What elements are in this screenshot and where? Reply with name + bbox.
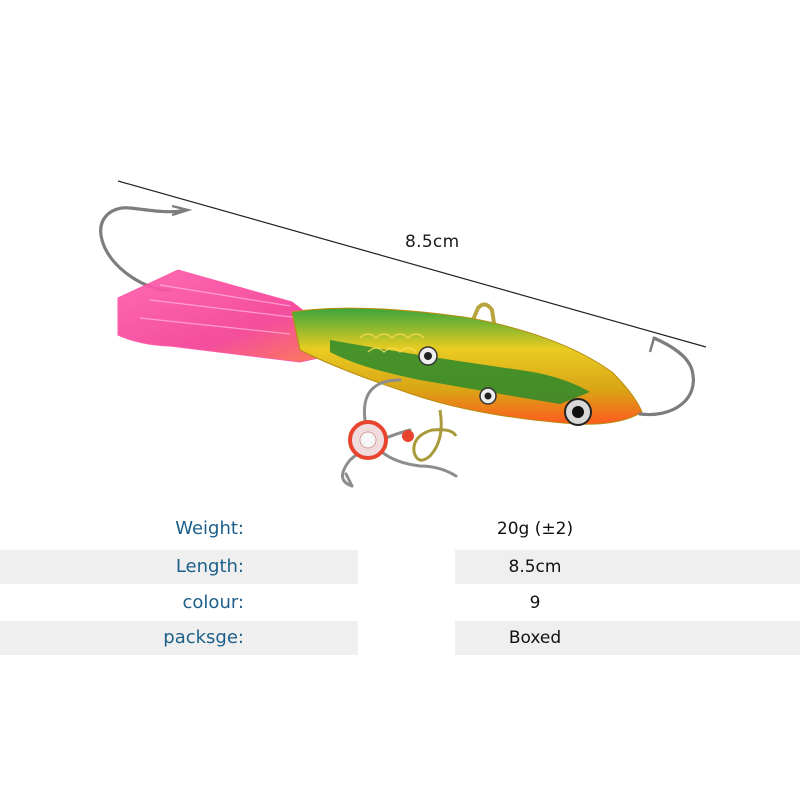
spec-value: 8.5cm [508, 557, 562, 577]
spec-value: 20g (±2) [496, 519, 574, 539]
spec-label: colour: [182, 592, 244, 613]
line-tie-icon [466, 302, 498, 337]
dimension-line [117, 180, 707, 348]
spec-value: 9 [529, 593, 541, 613]
spec-row-colour: colour: 9 [0, 586, 800, 620]
lure-product-image [99, 180, 707, 488]
spec-row-length: Length: 8.5cm [0, 550, 800, 584]
spec-label: packsge: [163, 627, 244, 648]
spec-label: Length: [175, 556, 244, 577]
spec-label: Weight: [175, 518, 244, 539]
rear-hook-icon [99, 206, 188, 292]
scale-pattern [359, 333, 425, 353]
spec-row-weight: Weight: 20g (±2) [0, 512, 800, 546]
spec-value: Boxed [508, 628, 562, 648]
front-hook-icon [638, 336, 695, 417]
spec-row-package: packsge: Boxed [0, 621, 800, 655]
belly-ring-icon [412, 409, 458, 462]
dimension-label: 8.5cm [405, 232, 460, 252]
